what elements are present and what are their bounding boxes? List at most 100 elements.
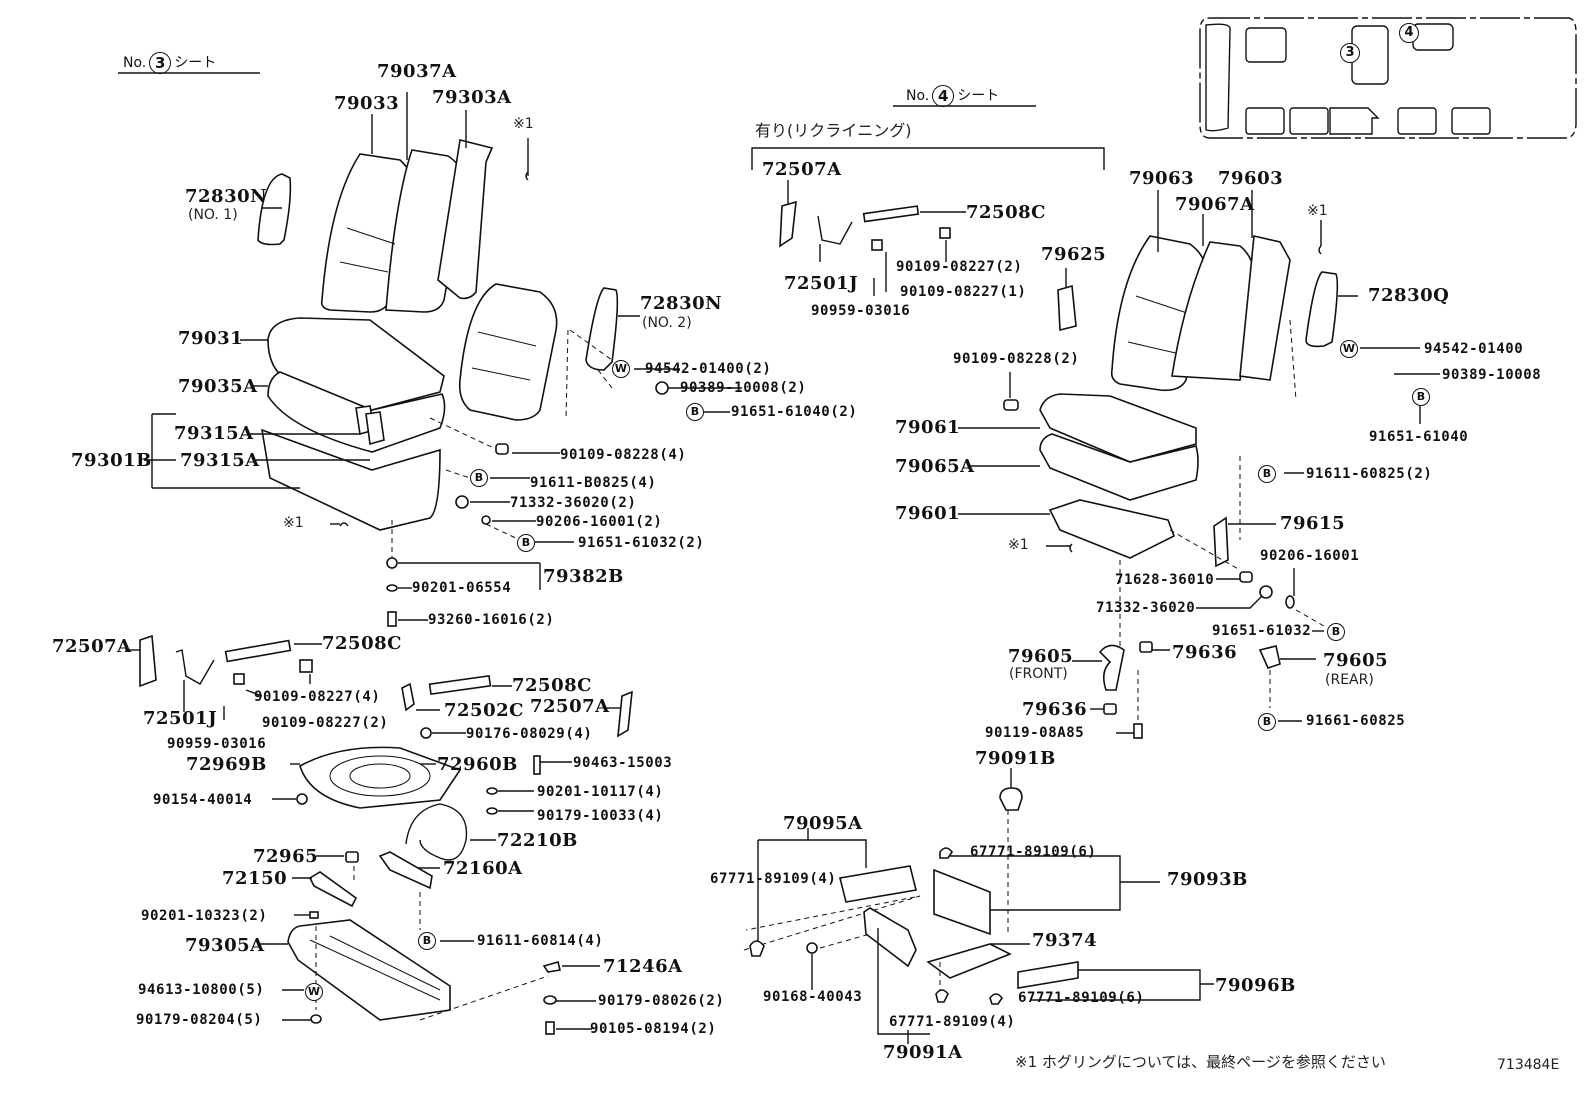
- part-label[interactable]: 91611-B0825(4): [530, 475, 657, 491]
- part-label[interactable]: 79096B: [1215, 975, 1296, 996]
- part-label[interactable]: 79091A: [883, 1042, 963, 1063]
- part-label[interactable]: 79605: [1008, 646, 1074, 667]
- part-label[interactable]: 90201-06554: [412, 580, 512, 596]
- part-label[interactable]: 91651-61040(2): [731, 404, 858, 420]
- part-label[interactable]: 71628-36010: [1115, 572, 1215, 588]
- part-label[interactable]: 94613-10800(5): [138, 982, 265, 998]
- part-label[interactable]: 90959-03016: [167, 736, 267, 752]
- part-label[interactable]: 91651-61032(2): [578, 535, 705, 551]
- part-label[interactable]: 90105-08194(2): [590, 1021, 717, 1037]
- part-label[interactable]: 90179-08204(5): [136, 1012, 263, 1028]
- part-label[interactable]: 71246A: [603, 956, 683, 977]
- part-label[interactable]: 79636: [1022, 699, 1088, 720]
- part-label[interactable]: 90109-08228(4): [560, 447, 687, 463]
- part-label[interactable]: 79615: [1280, 513, 1346, 534]
- part-label[interactable]: 91611-60814(4): [477, 933, 604, 949]
- part-label[interactable]: 91651-61032: [1212, 623, 1312, 639]
- part-label[interactable]: 90119-08A85: [985, 725, 1085, 741]
- part-label[interactable]: 79305A: [185, 935, 265, 956]
- hogring-ref: ※1: [1307, 203, 1328, 219]
- part-label[interactable]: 91611-60825(2): [1306, 466, 1433, 482]
- part-label[interactable]: 72830Q: [1368, 285, 1450, 306]
- part-label[interactable]: 90109-08227(1): [900, 284, 1027, 300]
- part-label[interactable]: 79382B: [543, 566, 624, 587]
- part-label[interactable]: 90176-08029(4): [466, 726, 593, 742]
- part-label[interactable]: 79303A: [432, 87, 512, 108]
- part-label[interactable]: 67771-89109(4): [710, 871, 837, 887]
- seat3-fasteners: [330, 329, 742, 627]
- part-label[interactable]: 72508C: [322, 633, 402, 654]
- part-label[interactable]: 72502C: [444, 700, 524, 721]
- part-label[interactable]: 72830N: [640, 293, 723, 314]
- part-label[interactable]: 72507A: [762, 159, 842, 180]
- part-label[interactable]: 90109-08227(2): [896, 259, 1023, 275]
- part-label[interactable]: 67771-89109(6): [1018, 990, 1145, 1006]
- part-label[interactable]: 72160A: [443, 858, 523, 879]
- part-label[interactable]: 79037A: [377, 61, 457, 82]
- part-label[interactable]: 79095A: [783, 813, 863, 834]
- part-label[interactable]: 79603: [1218, 168, 1284, 189]
- part-label[interactable]: 79636: [1172, 642, 1238, 663]
- part-label[interactable]: 90168-40043: [763, 989, 863, 1005]
- part-label[interactable]: 72960B: [437, 754, 518, 775]
- part-label[interactable]: 90959-03016: [811, 303, 911, 319]
- part-label[interactable]: 79091B: [975, 748, 1056, 769]
- part-label[interactable]: 67771-89109(4): [889, 1014, 1016, 1030]
- recliner-caption: 有り(リクライニング): [755, 121, 912, 140]
- part-label[interactable]: 90206-16001(2): [536, 514, 663, 530]
- part-label[interactable]: 71332-36020: [1096, 600, 1196, 616]
- part-label[interactable]: 79035A: [178, 376, 258, 397]
- part-label[interactable]: 71332-36020(2): [510, 495, 637, 511]
- part-label[interactable]: 90463-15003: [573, 755, 673, 771]
- part-label[interactable]: 79061: [895, 417, 961, 438]
- part-label[interactable]: 72507A: [52, 636, 132, 657]
- part-label[interactable]: 90109-08227(4): [254, 689, 381, 705]
- part-label[interactable]: 94542-01400: [1424, 341, 1524, 357]
- part-label[interactable]: 90389-10008: [1442, 367, 1542, 383]
- part-label[interactable]: 72508C: [966, 202, 1046, 223]
- part-label[interactable]: 72501J: [143, 708, 218, 729]
- part-label[interactable]: 79093B: [1167, 869, 1248, 890]
- part-label[interactable]: 79301B: [71, 450, 152, 471]
- part-label[interactable]: 91651-61040: [1369, 429, 1469, 445]
- part-label[interactable]: 93260-16016(2): [428, 612, 555, 628]
- part-label[interactable]: 79625: [1041, 244, 1107, 265]
- part-label[interactable]: 79315A: [180, 450, 260, 471]
- seat3-right-seatback: [458, 283, 640, 421]
- part-label[interactable]: 72830N: [185, 186, 268, 207]
- part-label[interactable]: 79067A: [1175, 194, 1255, 215]
- part-label[interactable]: 79065A: [895, 456, 975, 477]
- part-label[interactable]: 72965: [253, 846, 319, 867]
- part-label[interactable]: 90154-40014: [153, 792, 253, 808]
- hog-ring-icon: [1069, 543, 1073, 553]
- seat4-recliner-group: [751, 147, 1105, 332]
- part-label[interactable]: 79063: [1129, 168, 1195, 189]
- part-label[interactable]: 90201-10323(2): [141, 908, 268, 924]
- part-label[interactable]: 67771-89109(6): [970, 844, 1097, 860]
- part-label[interactable]: 90179-08026(2): [598, 993, 725, 1009]
- part-label[interactable]: 90201-10117(4): [537, 784, 664, 800]
- part-label[interactable]: 91661-60825: [1306, 713, 1406, 729]
- part-label[interactable]: 90206-16001: [1260, 548, 1360, 564]
- part-label[interactable]: 90389-10008(2): [680, 380, 807, 396]
- part-label[interactable]: 72508C: [512, 675, 592, 696]
- part-label[interactable]: 79315A: [174, 423, 254, 444]
- part-label[interactable]: 72501J: [784, 273, 859, 294]
- part-label[interactable]: 94542-01400(2): [645, 361, 772, 377]
- part-label[interactable]: 90179-10033(4): [537, 808, 664, 824]
- part-label[interactable]: 72507A: [530, 696, 610, 717]
- part-label[interactable]: 72210B: [497, 830, 578, 851]
- bolt-icon: B: [418, 932, 436, 950]
- part-label[interactable]: 79031: [178, 328, 244, 349]
- part-label[interactable]: 79033: [334, 93, 400, 114]
- hog-ring-icon: [339, 522, 349, 527]
- part-label[interactable]: 79601: [895, 503, 961, 524]
- part-label[interactable]: 90109-08227(2): [262, 715, 389, 731]
- part-label[interactable]: 79605: [1323, 650, 1389, 671]
- part-label[interactable]: 72150: [222, 868, 288, 889]
- part-label[interactable]: 90109-08228(2): [953, 351, 1080, 367]
- part-label[interactable]: 72969B: [186, 754, 267, 775]
- washer-icon: W: [1340, 340, 1358, 358]
- part-label[interactable]: 79374: [1032, 930, 1098, 951]
